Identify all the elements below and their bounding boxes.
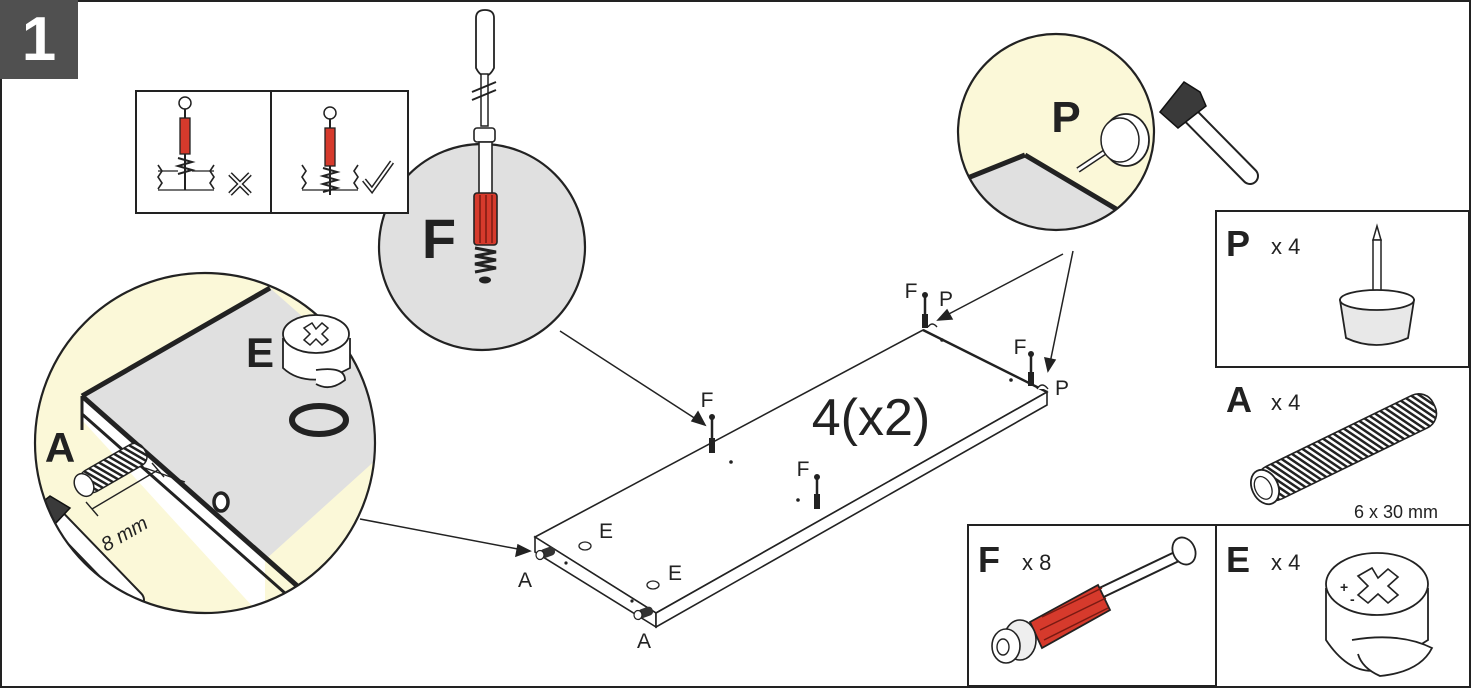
- part-quantity: x 8: [1022, 550, 1051, 575]
- foot-pad-icon: [1076, 113, 1150, 173]
- shelf-panel: [533, 328, 1049, 629]
- panel-cam-bolt: [922, 292, 928, 328]
- cam-bolt-icon: [991, 536, 1197, 664]
- bolt-detail-callout: F: [377, 9, 587, 352]
- dowel-detail-callout: 8 mm E A: [33, 271, 377, 615]
- part-size: 6 x 30 mm: [1354, 502, 1438, 522]
- bolt-label: F: [701, 389, 714, 412]
- cam-label: E: [668, 562, 682, 585]
- cam-lock-icon: + -: [1325, 552, 1434, 677]
- panel-foot-pad: [927, 323, 938, 328]
- dowel-icon: [73, 442, 148, 498]
- hammer-icon: [1158, 81, 1259, 185]
- part-quantity: x 4: [1271, 390, 1300, 415]
- step-number-badge: 1: [0, 0, 78, 79]
- panel-cam-bolt: [709, 414, 715, 453]
- svg-text:-: -: [1350, 591, 1355, 607]
- foot-label: P: [939, 288, 953, 311]
- bolt-label: F: [1014, 336, 1027, 359]
- foot-detail-callout: P: [956, 32, 1259, 232]
- part-letter: A: [1226, 379, 1252, 420]
- panel-foot-pad: [1036, 384, 1049, 390]
- part-quantity: x 4: [1271, 234, 1300, 259]
- hole-icon: [212, 491, 230, 513]
- bolt-letter: F: [422, 207, 456, 270]
- part-cell-a: A x 4 6 x 30 mm: [1226, 379, 1438, 522]
- cam-lock-icon: [282, 314, 351, 389]
- panel-dowel: [535, 546, 556, 561]
- install-check-box: [135, 90, 409, 214]
- parts-table: [967, 210, 1470, 687]
- bolt-label: F: [797, 458, 810, 481]
- part-cell-e: E x 4 + -: [1226, 539, 1434, 677]
- part-letter: E: [1226, 539, 1250, 580]
- foot-pad-icon: [1338, 223, 1416, 346]
- screwdriver-icon: [471, 9, 497, 143]
- panel-dowel: [633, 606, 654, 621]
- dowel-label: A: [518, 569, 532, 592]
- cam-bolt-icon: [473, 141, 498, 284]
- part-letter: F: [978, 539, 1000, 580]
- wrong-install-figure: [157, 96, 252, 196]
- leader-lines: [359, 250, 1074, 558]
- dowel-label: A: [637, 630, 651, 653]
- svg-text:+: +: [1340, 579, 1348, 595]
- cam-label: E: [599, 520, 613, 543]
- panel-cam-bolt: [1028, 351, 1034, 386]
- cam-hole-icon: [289, 403, 349, 437]
- part-quantity: x 4: [1271, 550, 1300, 575]
- part-cell-p: P x 4: [1226, 223, 1416, 346]
- foot-letter: P: [1051, 93, 1080, 142]
- part-letter: P: [1226, 223, 1250, 264]
- correct-install-figure: [301, 106, 395, 195]
- dowel-letter: A: [45, 424, 75, 471]
- dowel-icon: [1250, 393, 1438, 506]
- panel-quantity-label: 4(x2): [812, 389, 930, 447]
- panel-cam-bolt: [814, 474, 820, 509]
- bolt-label: F: [905, 280, 918, 303]
- cam-letter: E: [246, 329, 274, 376]
- part-cell-f: F x 8: [978, 536, 1197, 664]
- foot-label: P: [1055, 377, 1069, 400]
